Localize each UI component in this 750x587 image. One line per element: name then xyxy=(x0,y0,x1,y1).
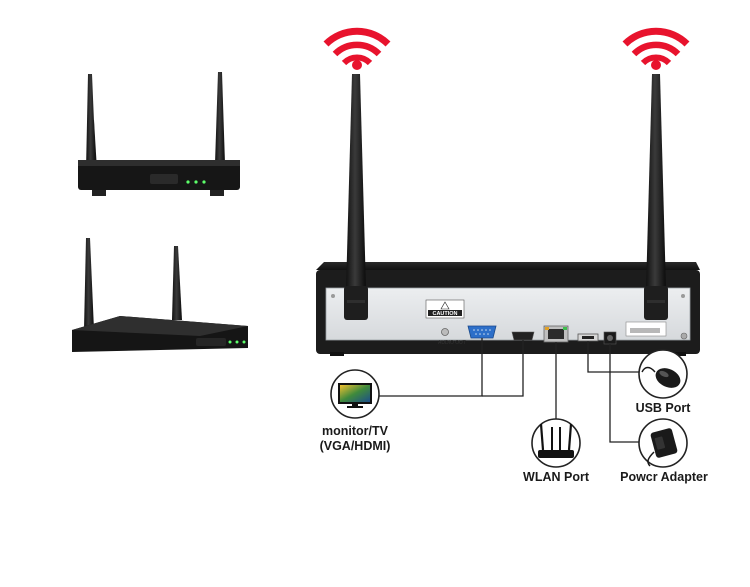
hdmi-port xyxy=(511,331,535,341)
nvr-front-view-1 xyxy=(78,72,240,196)
connector-lines xyxy=(378,338,640,443)
usb-port-label: USB Port xyxy=(635,401,691,415)
antenna-right xyxy=(172,246,182,320)
dc-to-adapter-line xyxy=(609,344,640,443)
usb-to-mouse-line xyxy=(587,341,640,373)
lan-port xyxy=(543,325,569,343)
wifi-signal-icon-right xyxy=(622,27,690,70)
monitor-label-line1: monitor/TV xyxy=(322,424,388,438)
wlan-port-label: WLAN Port xyxy=(523,470,589,484)
antenna-left-large xyxy=(344,74,368,320)
vga-port xyxy=(467,325,497,339)
caution-text: CAUTION xyxy=(432,311,457,317)
antenna-left xyxy=(84,238,94,330)
monitor-label-line2: (VGA/HDMI) xyxy=(319,439,391,453)
power-adapter-label: Powcr Adapter xyxy=(620,470,708,484)
power-adapter-icon xyxy=(638,418,688,468)
usb-mouse-icon xyxy=(638,349,688,399)
audio-out-text: AUDIO OUT xyxy=(438,340,466,346)
router-icon xyxy=(531,418,581,468)
wifi-signal-icon-left xyxy=(323,27,391,70)
audio-out-jack xyxy=(441,328,449,336)
nvr-back-panel-view: CAUTION AUDIO OUT xyxy=(316,262,700,356)
hdmi-to-monitor-line xyxy=(482,340,524,397)
antenna-right xyxy=(215,72,225,164)
nvr-front-view-2 xyxy=(72,238,248,352)
antenna-right-large xyxy=(644,74,668,320)
monitor-icon xyxy=(330,369,380,419)
